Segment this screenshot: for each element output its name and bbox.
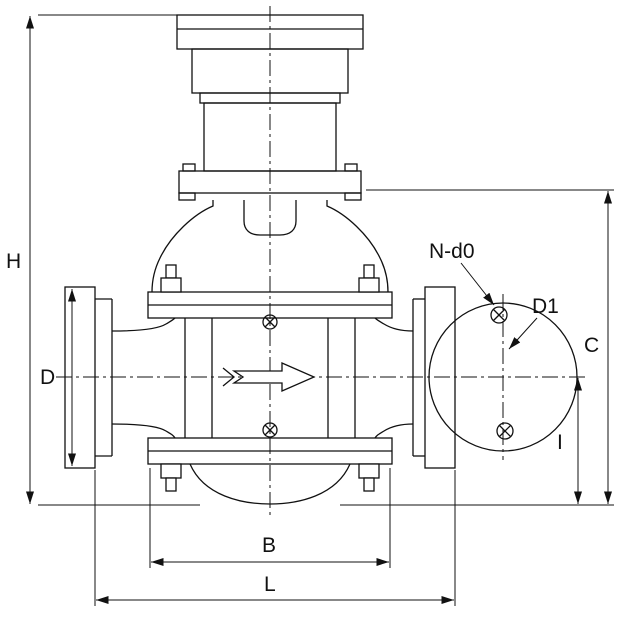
bonnet-outline-right [326,200,389,293]
mount-flange-bolt-left [182,163,196,172]
dimension-D: D [40,289,76,466]
dimension-I: I [557,378,582,504]
bolt-hole-bottom [496,422,514,440]
stem-center-top-cross-2 [264,316,276,328]
left-flange-plate [64,286,96,469]
actuator-stack [176,14,364,201]
stem-housing [243,200,297,236]
stem-center-top [262,314,278,330]
mount-flange-tab-left [178,192,196,201]
bonnet-bell [151,200,389,293]
dimension-L: L [94,470,456,606]
flow-arrow-chevron [222,367,236,387]
dimension-H: H [6,14,200,506]
bolt-stud-top-left [165,264,177,279]
bolt-hole-top-cross-2 [493,309,505,321]
leader-line-D1 [508,317,538,350]
bolt-nut-bottom-right [358,463,380,479]
flange-end-view [428,302,578,452]
callout-N-d0: N-d0 [429,240,495,306]
pipe-right-top [374,317,414,332]
dim-label-C: C [584,334,599,357]
leader-line-N-d0 [460,262,495,306]
flow-arrow-outline [231,362,316,392]
mount-flange-bolt-right [344,163,358,172]
bolt-hole-bottom-cross-2 [499,425,511,437]
flow-direction-arrow [222,362,316,392]
bonnet-outline-left [151,200,214,293]
left-flange [64,286,113,469]
callout-label-D1: D1 [532,295,559,318]
callout-label-N-d0: N-d0 [429,240,475,263]
mount-flange-tab-right [344,192,362,201]
flange-bolts [160,264,380,492]
dimension-C: C [340,189,614,506]
stem-center-bottom [262,422,278,438]
stem-center-bottom-cross-2 [264,424,276,436]
bolt-nut-bottom-left [160,463,182,479]
pipe-left-top [111,317,176,332]
bolt-stud-top-right [363,264,375,279]
dim-label-H: H [6,250,21,273]
callout-D1: D1 [508,295,559,350]
dim-label-B: B [262,534,276,557]
bolt-nut-top-right [358,277,380,293]
bottom-cap-dome [189,463,351,505]
dim-label-I: I [557,431,563,454]
valve-body [111,264,414,505]
right-flange-plate [424,286,456,469]
mount-flange [178,170,362,194]
bolt-stud-bottom-left [165,477,177,492]
dim-label-D: D [40,366,55,389]
pipe-left-bottom [111,423,176,439]
dim-label-L: L [264,573,276,596]
dimension-B: B [149,468,391,568]
bolt-nut-top-left [160,277,182,293]
bolt-hole-top [490,306,508,324]
bolt-stud-bottom-right [363,477,375,492]
right-flange [412,286,456,469]
flange-outline-circle [428,302,578,452]
pipe-right-bottom [374,423,414,439]
